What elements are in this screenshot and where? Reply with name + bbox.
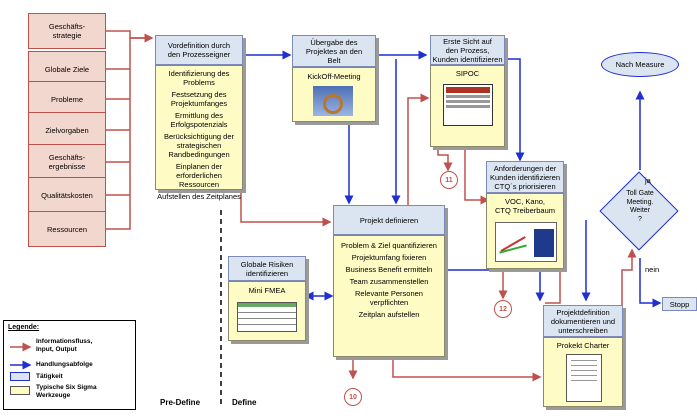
projekt-item: Problem & Ziel quantifizieren — [341, 241, 437, 250]
uebergabe-header: Übergabe des Projektes an den Belt — [292, 35, 376, 67]
tool-label: VOC, Kano, CTQ Treiberbaum — [494, 197, 556, 215]
vordef-item: Ermittlung des Erfolgspotenzials — [170, 111, 228, 129]
flow-to-projekt — [240, 190, 332, 227]
tool-label: Prokekt Charter — [556, 341, 610, 350]
vordef-item: Festsetzung des Projektumfanges — [170, 90, 228, 108]
flow-strategy — [106, 30, 152, 39]
helm-wheel-icon — [323, 94, 343, 114]
projekt-item: Business Benefit ermitteln — [345, 265, 433, 274]
sicht-header: Erste Sicht auf den Prozess, Kunden iden… — [430, 35, 505, 65]
number-badge: 12 — [494, 300, 512, 318]
vordefinition-list: Identifizierung des Problems Festsetzung… — [155, 65, 243, 201]
legend: Legende: Informationsfluss, Input, Outpu… — [3, 320, 136, 410]
projekt-item: Projektumfang fixieren — [351, 253, 427, 262]
legend-tool: Typische Six Sigma Werkzeuge — [36, 384, 97, 399]
projekt-item: Zeitplan aufstellen — [358, 310, 420, 319]
charter-thumbnail — [566, 354, 602, 402]
source-strategy: Geschäfts- strategie — [28, 13, 106, 49]
legend-title: Legende: — [8, 324, 40, 331]
risiken-header: Globale Risiken identifizieren — [228, 256, 306, 281]
voc-thumbnail — [495, 222, 557, 262]
charter-header: Projektdefinition dokumentieren und unte… — [543, 305, 623, 337]
tool-label: KickOff-Meeting — [307, 72, 361, 81]
fmea-thumbnail — [237, 302, 297, 332]
ja-label: ja — [645, 176, 651, 185]
vordef-item: Identifizierung des Problems — [168, 69, 230, 87]
legend-tool-swatch — [10, 386, 30, 395]
anforderungen-header: Anforderungen der Kunden identifizieren … — [486, 161, 564, 193]
vordef-item: Einplanen der erforderlichen Ressourcen — [175, 162, 223, 189]
source-problems: Probleme — [28, 81, 106, 117]
source-results: Geschäfts- ergebnisse — [28, 144, 106, 180]
sipoc-thumbnail — [443, 84, 493, 126]
legend-activity: Tätigkeit — [36, 373, 63, 380]
legend-activity-swatch — [10, 372, 30, 381]
nein-label: nein — [645, 265, 660, 274]
source-targets: Zielvorgaben — [28, 112, 106, 148]
phase-pre-define: Pre-Define — [160, 398, 201, 407]
vordef-item: Berücksichtigung der strategischen Randb… — [163, 132, 235, 159]
source-quality-costs: Qualitätskosten — [28, 177, 106, 213]
legend-action: Handlungsabfolge — [36, 361, 93, 368]
projekt-list: Problem & Ziel quantifizieren Projektumf… — [333, 235, 445, 357]
projekt-header: Projekt definieren — [333, 205, 445, 235]
nach-measure: Nach Measure — [601, 52, 679, 77]
tool-label: SIPOC — [455, 69, 480, 78]
projekt-item: Team zusammenstellen — [349, 277, 429, 286]
tollgate-label: Toll Gate Meeting. Weiter ? — [626, 190, 654, 223]
projekt-item: Relevante Personen verpflichten — [355, 289, 423, 307]
uebergabe-tool: KickOff-Meeting — [292, 67, 376, 122]
risiken-tool: Mini FMEA — [228, 281, 306, 341]
stopp-box: Stopp — [662, 297, 697, 311]
legend-info: Informationsfluss, Input, Output — [36, 338, 93, 353]
number-badge: 11 — [440, 171, 458, 189]
tool-label: Mini FMEA — [248, 286, 286, 295]
anforderungen-tool: VOC, Kano, CTQ Treiberbaum — [486, 193, 564, 269]
vordef-item: Aufstellen des Zeitplanes — [157, 192, 241, 201]
sicht-tool: SIPOC — [430, 65, 505, 147]
number-badge: 10 — [344, 388, 362, 406]
helm-image — [313, 86, 353, 116]
charter-tool: Prokekt Charter — [543, 337, 623, 407]
phase-define: Define — [232, 398, 257, 407]
vordefinition-header: Vordefinition durch den Prozesseigner — [155, 35, 243, 65]
source-resources: Ressourcen — [28, 211, 106, 247]
